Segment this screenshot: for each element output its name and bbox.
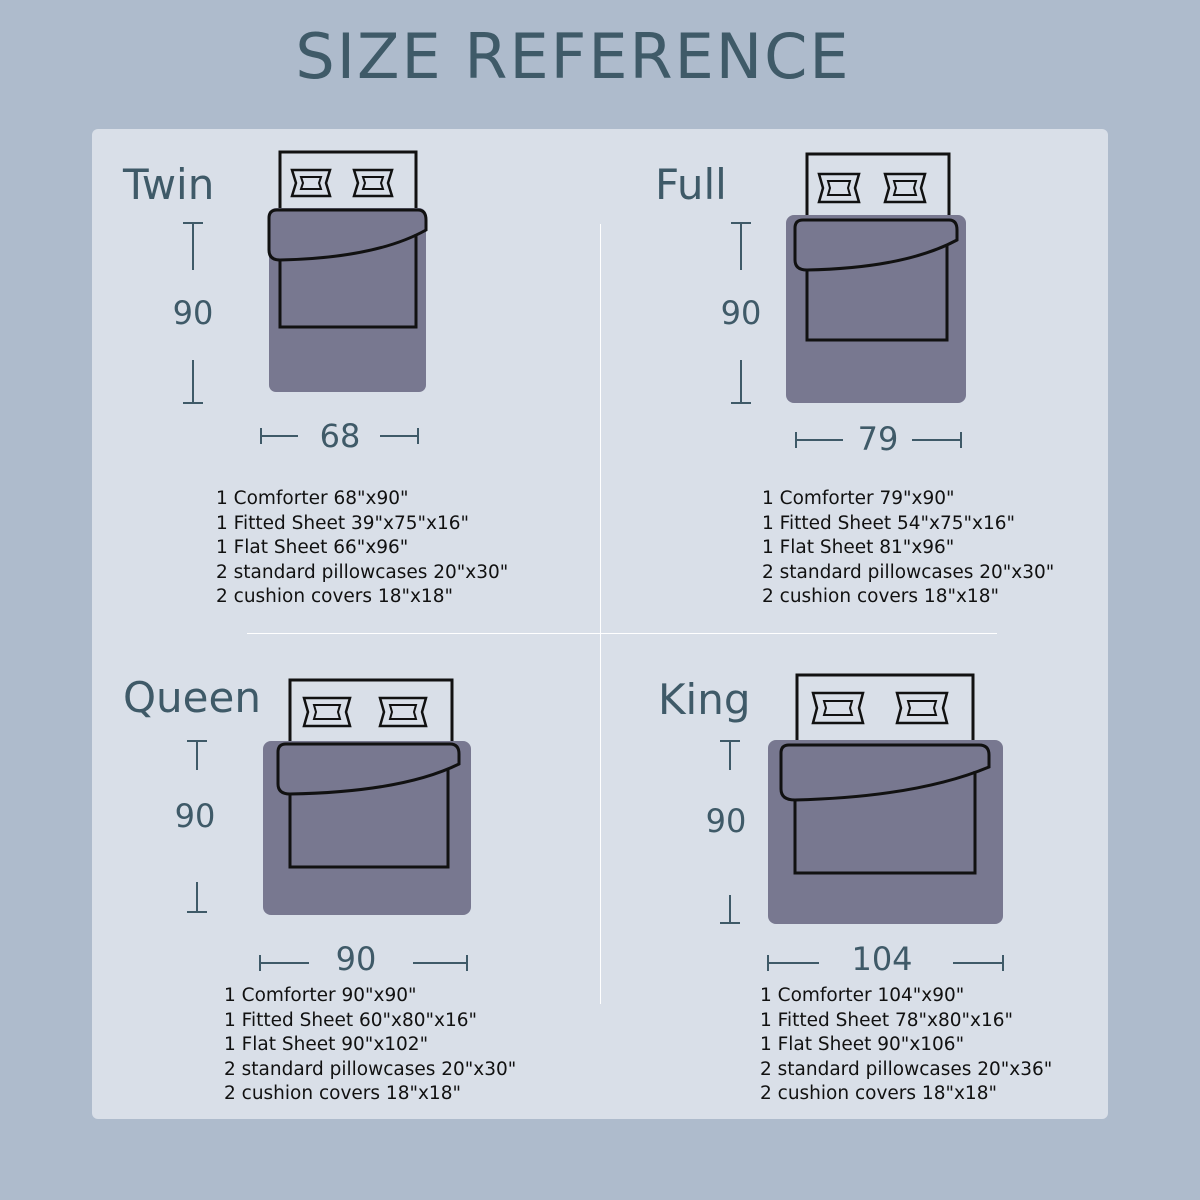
list-item: 2 cushion covers 18"x18" — [762, 586, 999, 607]
list-item: 1 Flat Sheet 81"x96" — [762, 537, 955, 558]
length-arrow — [187, 740, 207, 913]
length-label: 90 — [174, 797, 216, 835]
contents-list: 1 Comforter 79"x90" 1 Fitted Sheet 54"x7… — [762, 487, 1054, 610]
list-item: 1 Comforter 104"x90" — [760, 985, 965, 1006]
list-item: 2 standard pillowcases 20"x36" — [760, 1058, 1053, 1080]
list-item: 2 standard pillowcases 20"x30" — [216, 561, 509, 583]
bed-icon — [786, 152, 966, 403]
size-name: Queen — [123, 673, 261, 722]
horizontal-divider — [247, 633, 997, 634]
list-item: 2 standard pillowcases 20"x30" — [224, 1058, 517, 1080]
bed-icon — [768, 673, 1003, 924]
list-item: 2 cushion covers 18"x18" — [760, 1083, 997, 1104]
bed-icon — [263, 678, 471, 915]
contents-list: 1 Comforter 90"x90" 1 Fitted Sheet 60"x8… — [224, 984, 516, 1107]
list-item: 1 Fitted Sheet 60"x80"x16" — [224, 1009, 478, 1031]
contents-list: 1 Comforter 104"x90" 1 Fitted Sheet 78"x… — [760, 984, 1052, 1107]
contents-list: 1 Comforter 68"x90" 1 Fitted Sheet 39"x7… — [216, 487, 508, 610]
list-item: 1 Fitted Sheet 54"x75"x16" — [762, 512, 1016, 534]
size-name: King — [658, 675, 751, 724]
list-item: 2 standard pillowcases 20"x30" — [762, 561, 1055, 583]
width-label: 79 — [857, 420, 899, 458]
width-label: 90 — [335, 940, 377, 978]
width-arrow — [259, 955, 468, 971]
page-title: SIZE REFERENCE — [295, 20, 851, 93]
bed-icon — [267, 150, 428, 392]
list-item: 1 Flat Sheet 90"x102" — [224, 1034, 429, 1055]
length-arrow — [720, 740, 740, 924]
length-arrow — [731, 222, 751, 404]
size-name: Full — [655, 160, 727, 209]
list-item: 1 Flat Sheet 90"x106" — [760, 1034, 965, 1055]
vertical-divider — [600, 224, 601, 1004]
length-label: 90 — [720, 294, 762, 332]
list-item: 1 Fitted Sheet 39"x75"x16" — [216, 512, 470, 534]
list-item: 2 cushion covers 18"x18" — [224, 1083, 461, 1104]
width-arrow — [795, 432, 962, 448]
list-item: 1 Comforter 68"x90" — [216, 488, 409, 509]
list-item: 1 Fitted Sheet 78"x80"x16" — [760, 1009, 1014, 1031]
size-name: Twin — [123, 160, 215, 209]
list-item: 2 cushion covers 18"x18" — [216, 586, 453, 607]
width-label: 104 — [851, 940, 913, 978]
width-label: 68 — [319, 417, 361, 455]
width-arrow — [260, 428, 419, 444]
list-item: 1 Comforter 79"x90" — [762, 488, 955, 509]
length-arrow — [183, 222, 203, 404]
list-item: 1 Flat Sheet 66"x96" — [216, 537, 409, 558]
list-item: 1 Comforter 90"x90" — [224, 985, 417, 1006]
length-label: 90 — [172, 294, 214, 332]
length-label: 90 — [705, 802, 747, 840]
width-arrow — [767, 955, 1004, 971]
